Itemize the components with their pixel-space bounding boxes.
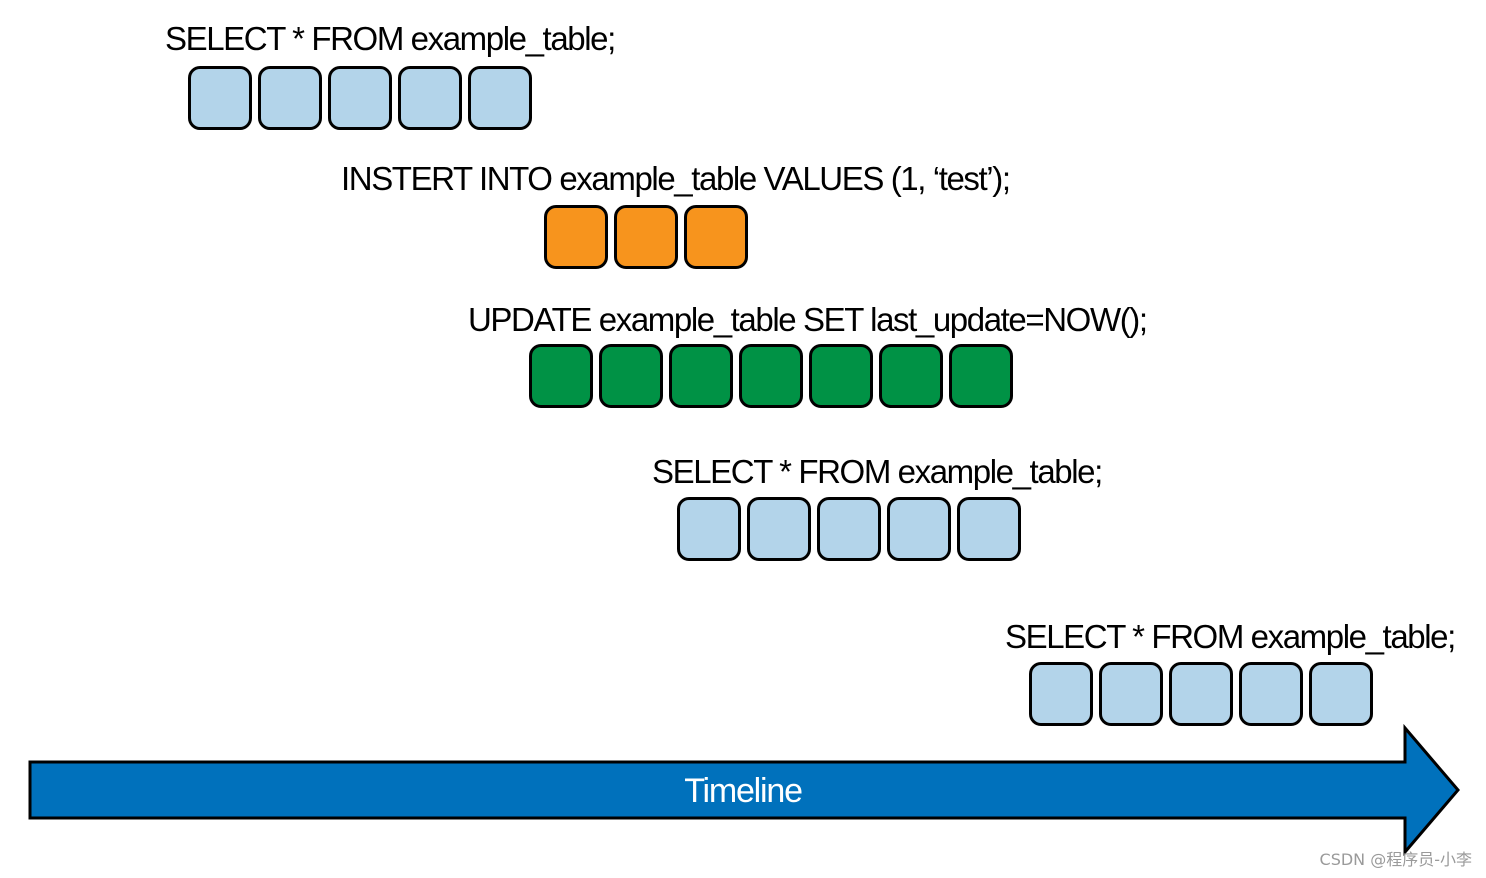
data-block — [817, 497, 881, 561]
timeline-label-text: Timeline — [684, 772, 803, 810]
query-blocks — [529, 344, 1013, 408]
timeline-label: Timeline — [0, 772, 1486, 811]
data-block — [328, 66, 392, 130]
data-block — [614, 205, 678, 269]
data-block — [809, 344, 873, 408]
data-block — [258, 66, 322, 130]
data-block — [684, 205, 748, 269]
query-blocks — [1029, 662, 1373, 726]
data-block — [887, 497, 951, 561]
data-block — [747, 497, 811, 561]
data-block — [1099, 662, 1163, 726]
data-block — [1029, 662, 1093, 726]
data-block — [879, 344, 943, 408]
data-block — [669, 344, 733, 408]
data-block — [398, 66, 462, 130]
query-blocks — [677, 497, 1021, 561]
query-blocks — [188, 66, 532, 130]
watermark: CSDN @程序员-小李 — [1319, 850, 1472, 869]
query-label: UPDATE example_table SET last_update=NOW… — [468, 301, 1148, 338]
data-block — [468, 66, 532, 130]
data-block — [1309, 662, 1373, 726]
query-label: SELECT * FROM example_table; — [652, 453, 1103, 490]
data-block — [1239, 662, 1303, 726]
query-label: SELECT * FROM example_table; — [1005, 618, 1456, 655]
data-block — [739, 344, 803, 408]
data-block — [529, 344, 593, 408]
data-block — [599, 344, 663, 408]
data-block — [949, 344, 1013, 408]
timeline-arrow-shape — [28, 723, 1460, 857]
query-label: SELECT * FROM example_table; — [165, 20, 616, 57]
data-block — [957, 497, 1021, 561]
data-block — [544, 205, 608, 269]
query-blocks — [544, 205, 748, 269]
data-block — [677, 497, 741, 561]
query-label: INSTERT INTO example_table VALUES (1, ‘t… — [341, 160, 1011, 197]
data-block — [188, 66, 252, 130]
data-block — [1169, 662, 1233, 726]
